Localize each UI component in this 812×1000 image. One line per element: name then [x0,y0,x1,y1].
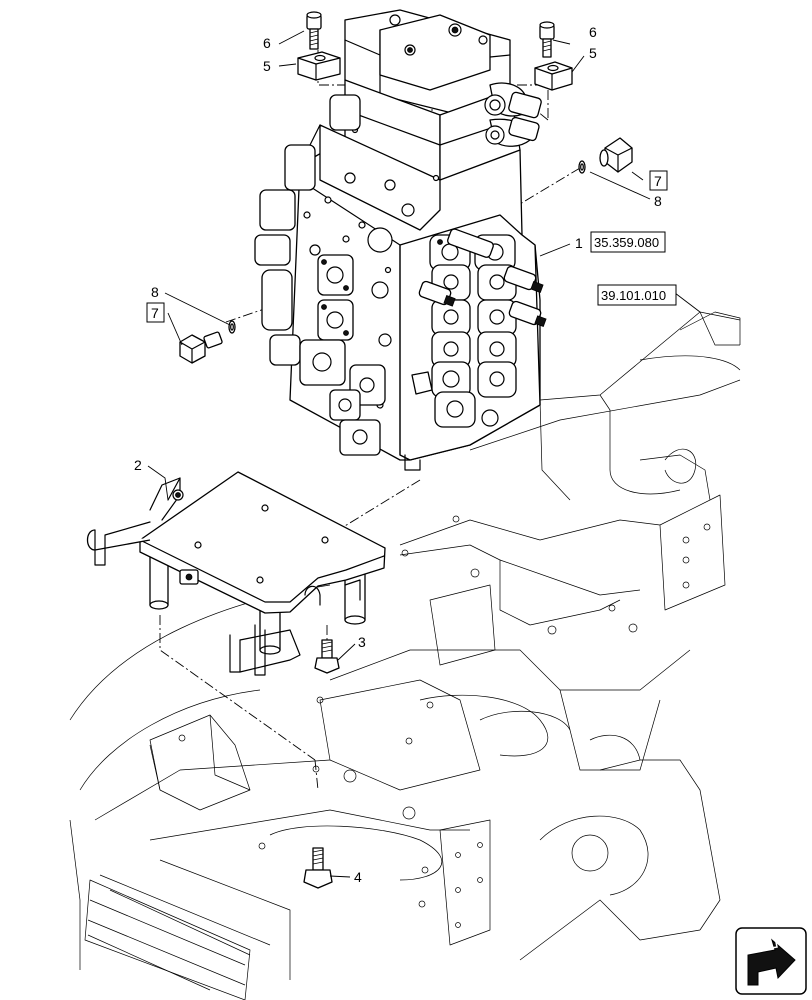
fitting-left [179,331,223,364]
cap-screw-left [306,11,322,50]
callout-7-right: 7 [654,173,662,189]
boxed-callout-7-left: 7 [146,302,165,323]
callout-labels: 6 5 6 5 8 1 8 2 3 4 [134,24,662,885]
leader-lines [147,30,701,878]
callout-4: 4 [354,869,362,885]
front-flanges [299,254,386,456]
callout-3: 3 [358,634,366,650]
bolt-3 [314,639,340,674]
arrow-icon[interactable] [735,927,807,995]
reference-box-frame: 39.101.010 [597,284,677,306]
clamp-block-left [297,51,341,81]
side-cartridges [418,228,547,327]
reference-control-valve: 35.359.080 [594,235,659,250]
bolt-4 [303,847,333,889]
upper-frame [69,311,741,1000]
fitting-right [599,137,633,173]
o-ring-left [228,320,236,334]
reference-box-control-valve: 35.359.080 [590,231,666,253]
reference-frame: 39.101.010 [601,288,666,303]
callout-7-left: 7 [151,305,159,321]
callout-1: 1 [575,235,583,251]
callout-6-right: 6 [589,24,597,40]
cap-screw-right [539,21,555,58]
o-ring-right [578,160,586,174]
boxed-callout-7-right: 7 [649,170,668,191]
callout-6-left: 6 [263,35,271,51]
callout-2: 2 [134,457,142,473]
mounting-bracket [86,471,386,676]
callout-8-right: 8 [654,193,662,209]
control-valve-body [254,9,547,471]
callout-5-right: 5 [589,45,597,61]
clamp-block-right [534,61,573,91]
callout-5-left: 5 [263,58,271,74]
callout-8-left: 8 [151,284,159,300]
